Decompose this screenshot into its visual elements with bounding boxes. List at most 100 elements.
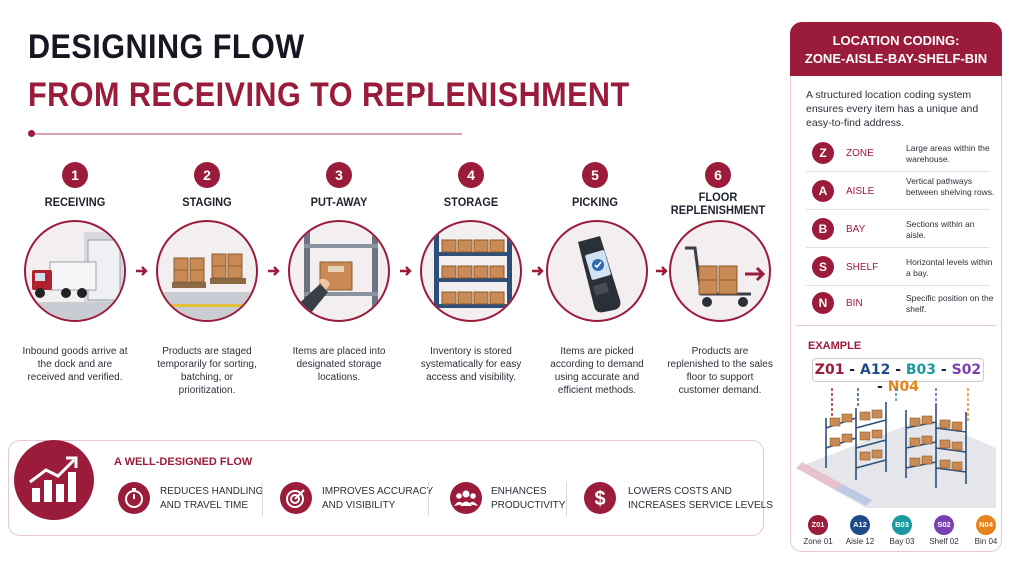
step-description: Products are replenished to the sales fl… [667, 346, 773, 396]
row-divider [806, 209, 990, 210]
benefit-divider [262, 482, 263, 516]
benefit-reduces-handling: REDUCES HANDLING AND TRAVEL TIME [160, 485, 263, 513]
step-title: STORAGE [443, 195, 499, 209]
legend-code-b03: B03 [892, 515, 912, 535]
legend-code-a12: A12 [850, 515, 870, 535]
stopwatch-icon [118, 482, 150, 514]
example-code-segment: S02 [951, 362, 982, 378]
legend-code-s02: S02 [934, 515, 954, 535]
example-code-segment: - [844, 362, 860, 378]
example-label: EXAMPLE [808, 340, 862, 352]
step-title: FLOOR REPLENISHMENT [667, 191, 768, 217]
legend-label: Aisle 12 [845, 537, 875, 546]
location-coding-title-line2: ZONE-AISLE-BAY-SHELF-BIN [804, 51, 988, 66]
benefit-line1: ENHANCES [491, 486, 547, 497]
code-letter-aisle: A [812, 180, 834, 202]
step-description: Items are picked according to demand usi… [550, 346, 644, 396]
page-title-line1: DESIGNING FLOW [28, 28, 305, 66]
code-desc-bin: Specific position on the shelf. [906, 293, 994, 314]
code-name-zone: ZONE [846, 148, 874, 159]
arrow-right-icon [532, 266, 544, 276]
code-desc-zone: Large areas within the warehouse. [906, 143, 990, 164]
code-name-bay: BAY [846, 224, 866, 235]
benefit-enhances-productivity: ENHANCES PRODUCTIVITY [491, 485, 565, 513]
step-description: Inbound goods arrive at the dock and are… [22, 346, 128, 383]
step-number: 1 [62, 162, 88, 188]
step-number: 5 [582, 162, 608, 188]
legend-label: Bin 04 [974, 537, 998, 546]
legend-label: Zone 01 [803, 537, 833, 546]
box-on-shelf-icon [288, 220, 390, 322]
step-number: 2 [194, 162, 220, 188]
shelving-icon [420, 220, 522, 322]
example-code-segment: - [936, 362, 952, 378]
code-desc-aisle: Vertical pathways between shelving rows. [906, 176, 995, 197]
example-code-box [812, 358, 984, 382]
example-code-segment: Z01 [814, 362, 845, 378]
arrow-right-icon [656, 266, 668, 276]
example-code-segment: - [877, 379, 888, 395]
code-letter-zone: Z [812, 142, 834, 164]
benefit-line2: AND VISIBILITY [322, 500, 396, 511]
step-title: PICKING [571, 195, 618, 209]
step-description: Products are staged temporarily for sort… [157, 346, 257, 396]
step-number: 3 [326, 162, 352, 188]
legend-label: Bay 03 [889, 537, 915, 546]
team-icon [450, 482, 482, 514]
growth-chart-icon [14, 440, 94, 520]
legend-code-z01: Z01 [808, 515, 828, 535]
example-code-segment: A12 [860, 362, 891, 378]
step-description: Inventory is stored systematically for e… [420, 346, 522, 383]
warehouse-racks-illustration [796, 388, 996, 508]
code-letter-shelf: S [812, 256, 834, 278]
row-divider [806, 285, 990, 286]
legend-code-n04: N04 [976, 515, 996, 535]
hand-cart-icon [669, 220, 771, 322]
location-coding-intro: A structured location coding system ensu… [806, 89, 979, 129]
pallets-icon [156, 220, 258, 322]
step-title: PUT-AWAY [310, 195, 368, 209]
benefit-lowers-costs: LOWERS COSTS AND INCREASES SERVICE LEVELS [628, 485, 773, 513]
step-number: 4 [458, 162, 484, 188]
benefit-line2: AND TRAVEL TIME [160, 500, 248, 511]
benefit-line1: REDUCES HANDLING [160, 486, 264, 497]
page-title-line2: FROM RECEIVING TO REPLENISHMENT [28, 76, 630, 114]
code-letter-bin: N [812, 292, 834, 314]
barcode-scanner-icon [546, 220, 648, 322]
benefit-divider [566, 482, 567, 516]
row-divider [806, 247, 990, 248]
dollar-icon: $ [584, 482, 616, 514]
code-name-shelf: SHELF [846, 262, 879, 273]
code-desc-shelf: Horizontal levels within a bay. [906, 257, 993, 278]
arrow-right-icon [136, 266, 148, 276]
row-divider [806, 171, 990, 172]
code-desc-bay: Sections within an aisle. [906, 219, 975, 240]
example-code-segment: B03 [905, 362, 937, 378]
step-title-line1: FLOOR [698, 190, 738, 204]
section-divider [796, 325, 996, 326]
benefit-line1: LOWERS COSTS AND [628, 486, 732, 497]
code-name-aisle: AISLE [846, 186, 875, 197]
benefit-divider [428, 482, 429, 516]
legend-label: Shelf 02 [929, 537, 959, 546]
code-name-bin: BIN [846, 298, 863, 309]
location-coding-title: LOCATION CODING: ZONE-AISLE-BAY-SHELF-BI… [790, 32, 1002, 68]
title-divider-dot [28, 130, 35, 137]
step-title: RECEIVING [44, 195, 106, 209]
location-coding-header [790, 22, 1002, 76]
arrow-right-icon [268, 266, 280, 276]
target-icon [280, 482, 312, 514]
step-number: 6 [705, 162, 731, 188]
benefit-improves-accuracy: IMPROVES ACCURACY AND VISIBILITY [322, 485, 433, 513]
svg-text:$: $ [594, 488, 605, 510]
benefit-line1: IMPROVES ACCURACY [322, 486, 434, 497]
step-description: Items are placed into designated storage… [292, 346, 386, 383]
step-title-line2: REPLENISHMENT [670, 203, 766, 217]
benefit-line2: PRODUCTIVITY [491, 500, 566, 511]
truck-at-dock-icon [24, 220, 126, 322]
benefit-line2: INCREASES SERVICE LEVELS [628, 500, 773, 511]
title-divider [30, 133, 462, 135]
step-title: STAGING [182, 195, 232, 209]
code-letter-bay: B [812, 218, 834, 240]
flow-heading: A WELL-DESIGNED FLOW [114, 456, 253, 468]
